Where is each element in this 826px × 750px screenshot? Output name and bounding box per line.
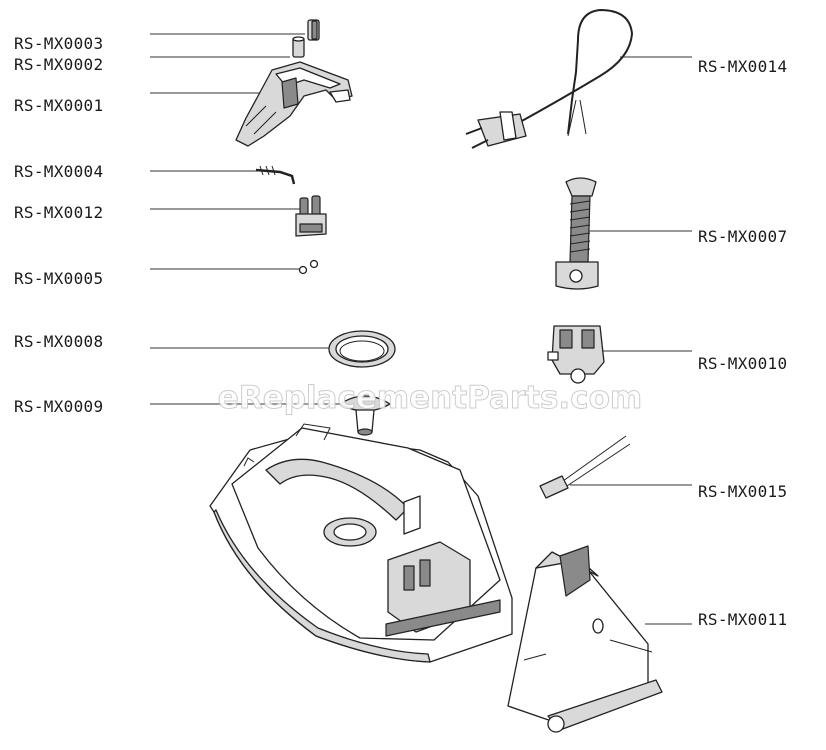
part-rs-mx0010-drawing[interactable]	[547, 325, 605, 384]
part-rs-mx0001-drawing[interactable]	[235, 61, 353, 147]
part-label-rs-mx0012[interactable]: RS-MX0012	[14, 203, 103, 222]
part-rs-mx0003-drawing[interactable]	[307, 19, 320, 41]
part-label-rs-mx0009[interactable]: RS-MX0009	[14, 397, 103, 416]
part-label-rs-mx0005[interactable]: RS-MX0005	[14, 269, 103, 288]
part-rs-mx0014-drawing[interactable]	[465, 8, 634, 149]
part-label-rs-mx0010[interactable]: RS-MX0010	[698, 354, 787, 373]
part-rs-mx0005-drawing[interactable]	[298, 259, 319, 275]
part-label-rs-mx0003[interactable]: RS-MX0003	[14, 34, 103, 53]
part-label-rs-mx0002[interactable]: RS-MX0002	[14, 55, 103, 74]
part-label-rs-mx0014[interactable]: RS-MX0014	[698, 57, 787, 76]
part-label-rs-mx0007[interactable]: RS-MX0007	[698, 227, 787, 246]
part-rs-mx0004-drawing[interactable]	[255, 165, 296, 185]
watermark: eReplacementParts.com	[218, 380, 642, 416]
iron-body-drawing	[209, 423, 513, 663]
part-rs-mx0007-drawing[interactable]	[555, 177, 599, 290]
leader-lines	[150, 33, 692, 625]
part-label-rs-mx0004[interactable]: RS-MX0004	[14, 162, 103, 181]
part-label-rs-mx0011[interactable]: RS-MX0011	[698, 610, 787, 629]
part-rs-mx0008-drawing[interactable]	[328, 330, 396, 368]
part-label-rs-mx0015[interactable]: RS-MX0015	[698, 482, 787, 501]
part-label-rs-mx0001[interactable]: RS-MX0001	[14, 96, 103, 115]
part-label-rs-mx0008[interactable]: RS-MX0008	[14, 332, 103, 351]
part-rs-mx0012-drawing[interactable]	[295, 195, 327, 237]
part-rs-mx0002-drawing[interactable]	[292, 36, 305, 58]
part-rs-mx0009-drawing[interactable]	[339, 395, 391, 436]
part-rs-mx0011-drawing[interactable]	[507, 545, 663, 733]
part-rs-mx0015-drawing[interactable]	[539, 435, 631, 499]
